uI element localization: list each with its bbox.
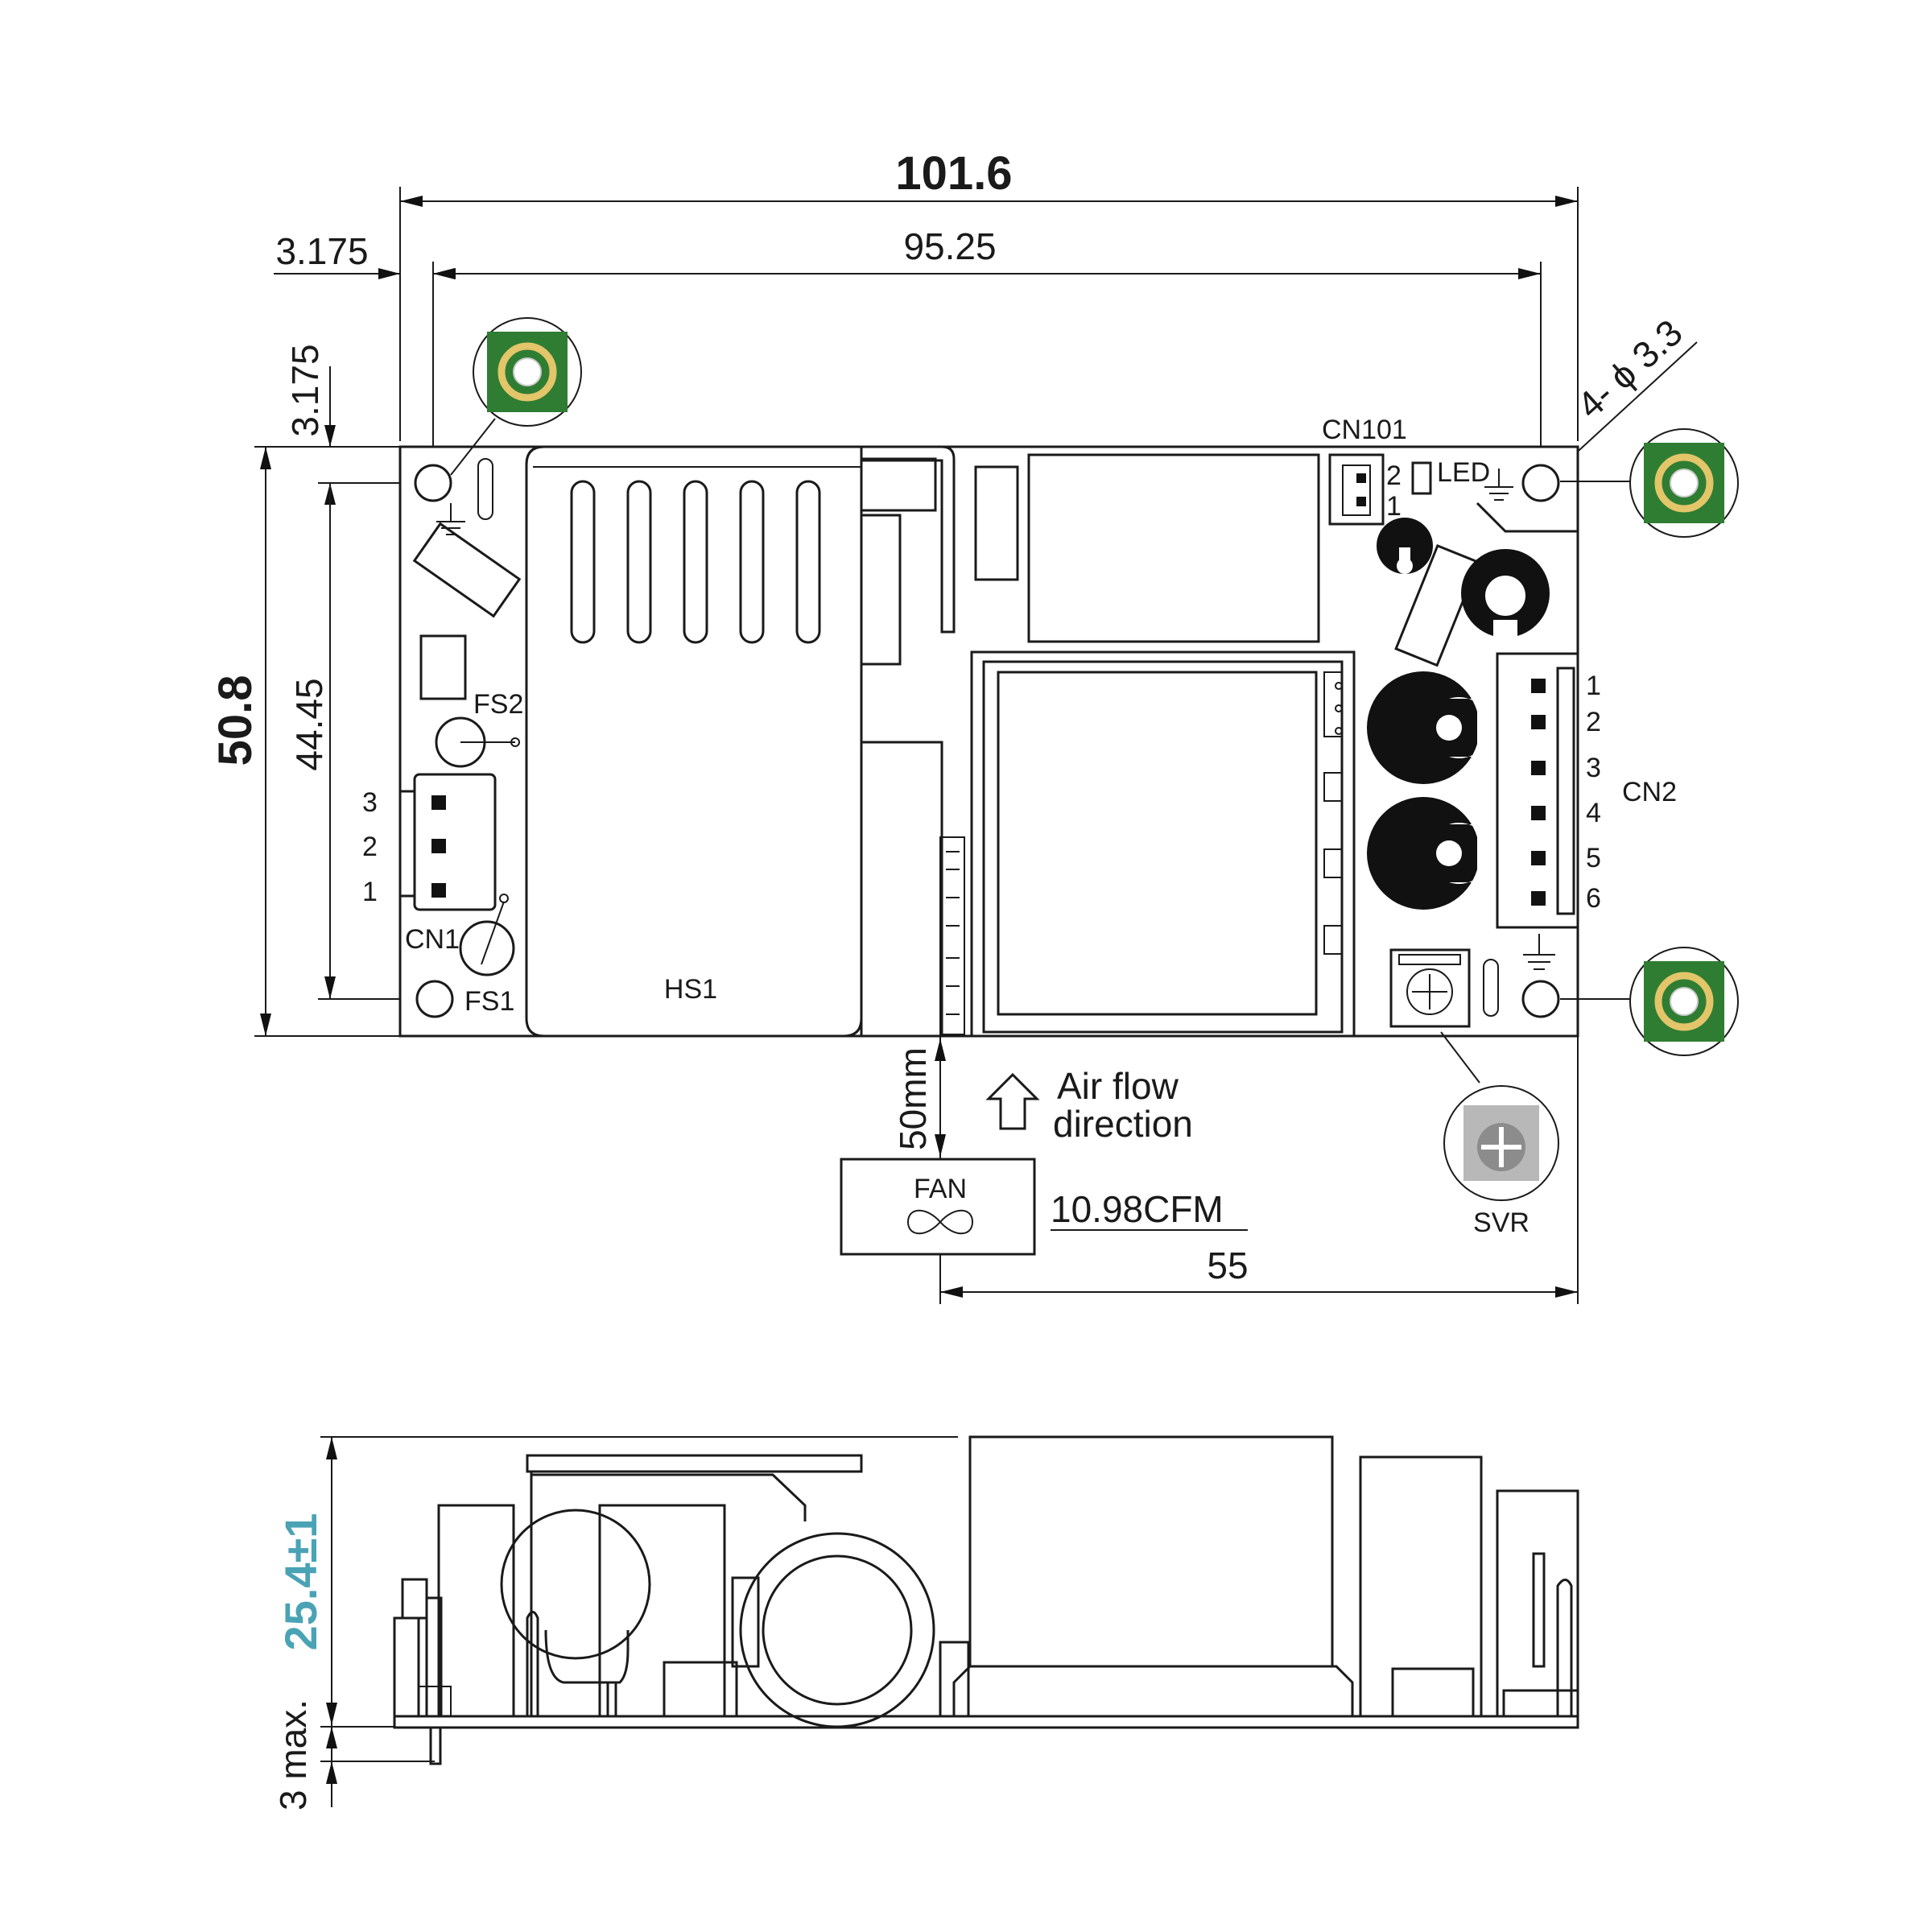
side-transformer [968, 1435, 1334, 1668]
trimmer-pot-photo [1443, 1085, 1559, 1201]
side-pcb [393, 1715, 1579, 1729]
profile-height-label: 25.4±1 [275, 1513, 326, 1651]
mounting-hole-top-left [414, 464, 452, 502]
connector-cn2: 1 2 3 4 5 6 CN2 [1496, 652, 1677, 929]
cn2-pin-5: 5 [1586, 843, 1601, 873]
hole-span-height-label: 44.45 [288, 678, 330, 770]
component-mid-tall [860, 514, 902, 666]
ground-icon [1484, 469, 1513, 501]
mounting-pad-icon [1560, 428, 1739, 538]
transformer-pins [939, 836, 965, 1035]
side-capacitor-left [500, 1509, 651, 1660]
dim-hole-span-width: 95.25 [432, 225, 1542, 475]
component-left-slot [477, 458, 493, 520]
component-mid-top [860, 457, 937, 512]
hole-span-width-label: 95.25 [903, 225, 996, 267]
mounting-hole-bottom-right [1521, 980, 1560, 1018]
hole-spec-label: 4- ϕ 3.3 [1569, 312, 1690, 427]
airflow-label-line1: Air flow [1057, 1065, 1179, 1107]
dim-hole-offset-x: 3.175 [274, 230, 455, 279]
side-heatsink-top [526, 1454, 863, 1473]
component-mid-lower [860, 741, 943, 1038]
trimmer-pot-icon [1389, 948, 1471, 1028]
mounting-pad-icon [1560, 947, 1739, 1056]
cn2-pin-4: 4 [1586, 798, 1601, 828]
fan-box: FAN [840, 1158, 1036, 1256]
side-left-top [401, 1578, 428, 1620]
fs1-label: FS1 [464, 986, 514, 1017]
cn1-label: CN1 [405, 924, 460, 955]
mounting-hole-bottom-left [415, 980, 454, 1018]
fuse-fs1-body [459, 920, 515, 976]
overall-height-label: 50.8 [209, 675, 262, 766]
fs2-label: FS2 [473, 689, 523, 720]
connector-cn101: CN101 2 1 [1322, 415, 1407, 526]
mounting-hole-top-right [1521, 464, 1560, 502]
side-right-block [1359, 1455, 1483, 1718]
hs1-label: HS1 [664, 974, 717, 1005]
cn2-pin-2: 2 [1586, 707, 1601, 737]
component-mid-small [974, 465, 1019, 581]
component-right-diag [1394, 543, 1480, 667]
arrow-up-icon [985, 1072, 1040, 1130]
led-indicator [1411, 461, 1432, 495]
led-label: LED [1437, 457, 1490, 488]
connector-cn1: 3 2 1 CN1 [362, 773, 497, 955]
side-cn1 [437, 1504, 515, 1718]
cn1-pin-2: 2 [362, 832, 378, 862]
fan-label: FAN [914, 1174, 967, 1204]
component-right-lead [1476, 502, 1578, 533]
side-cn2 [1496, 1489, 1579, 1718]
capacitor-small [1377, 518, 1433, 574]
cn2-pin-6: 6 [1586, 883, 1601, 914]
airflow-label-line2: direction [1053, 1103, 1193, 1145]
heatsink-hs1: HS1 [525, 445, 863, 1038]
fan-distance-label: 50mm [892, 1047, 934, 1150]
side-capacitor-main [739, 1532, 935, 1728]
mounting-pad-icon [450, 317, 582, 476]
component-left-diag [412, 522, 522, 618]
side-pin [429, 1726, 442, 1765]
cn2-pin-3: 3 [1586, 753, 1601, 783]
dim-fan-offset: 55 [939, 1245, 1578, 1304]
fan-offset-label: 55 [1207, 1245, 1248, 1286]
pin-length-label: 3 max. [272, 1699, 314, 1810]
component-right-slot [1483, 959, 1499, 1017]
capacitor-large-2 [1367, 797, 1490, 910]
transformer-main [970, 650, 1356, 1038]
cn101-pin-1: 1 [1386, 491, 1402, 522]
overall-width-label: 101.6 [895, 147, 1012, 200]
side-view: 25.4±1 3 max. [272, 1435, 1579, 1810]
svr-label: SVR [1473, 1208, 1530, 1238]
capacitor-medium [1461, 549, 1550, 638]
heatsink-clip [861, 445, 956, 634]
capacitor-large-1 [1367, 671, 1490, 784]
hole-offset-y-label: 3.175 [284, 344, 326, 436]
hole-offset-x-label: 3.175 [275, 230, 368, 272]
dim-overall-height: 50.8 [209, 447, 400, 1037]
cn101-label: CN101 [1322, 415, 1407, 445]
dim-hole-span-height: 44.45 [288, 483, 433, 1000]
cn101-pin-2: 2 [1386, 460, 1402, 491]
dim-overall-width: 101.6 [399, 147, 1579, 441]
ground-icon [1523, 934, 1555, 970]
cn2-label: CN2 [1622, 777, 1677, 807]
side-left-part [393, 1616, 420, 1718]
cn2-pin-1: 1 [1586, 671, 1601, 701]
cfm-label: 10.98CFM [1051, 1188, 1224, 1230]
transformer-top [1027, 453, 1320, 643]
top-view: 101.6 95.25 3.175 3.175 [209, 147, 1739, 1304]
fan-icon [906, 1209, 974, 1235]
cn1-pin-1: 1 [362, 877, 378, 907]
cn1-pin-3: 3 [362, 787, 378, 818]
component-left-box [419, 634, 467, 700]
dim-fan-distance: 50mm [892, 1036, 946, 1159]
